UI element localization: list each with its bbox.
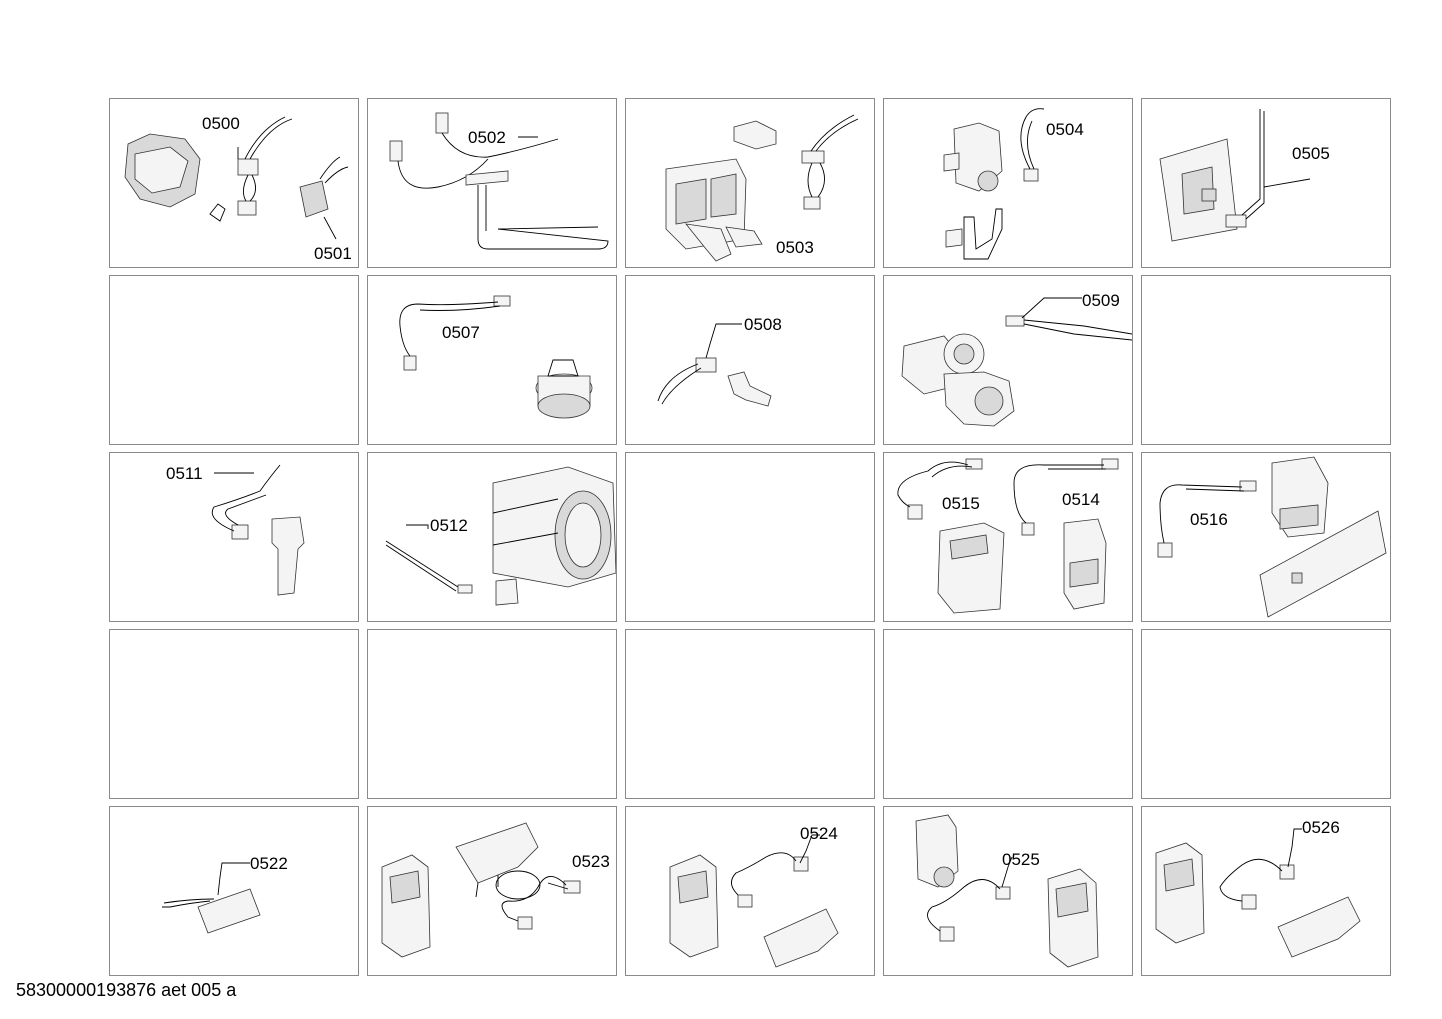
- cell-0503[interactable]: 0503: [625, 98, 875, 268]
- part-label-0502: 0502: [468, 128, 506, 147]
- part-label-0511: 0511: [166, 464, 203, 483]
- cell-empty-r2c2: [625, 452, 875, 622]
- part-label-0501: 0501: [314, 244, 352, 263]
- part-label-0522: 0522: [250, 854, 288, 873]
- cell-0500[interactable]: 0500 0501: [109, 98, 359, 268]
- part-label-0504: 0504: [1046, 120, 1084, 139]
- parts-grid: 0500 0501 0502 0503: [109, 98, 1391, 979]
- cell-0504[interactable]: 0504: [883, 98, 1133, 268]
- part-label-0512: 0512: [430, 516, 468, 535]
- cell-0523[interactable]: 0523: [367, 806, 617, 976]
- cell-0507[interactable]: 0507: [367, 275, 617, 445]
- cell-0512[interactable]: 0512: [367, 452, 617, 622]
- part-label-0509: 0509: [1082, 291, 1120, 310]
- part-label-0516: 0516: [1190, 510, 1228, 529]
- part-label-0503: 0503: [776, 238, 814, 257]
- part-label-0515: 0515: [942, 494, 980, 513]
- part-label-0525: 0525: [1002, 850, 1040, 869]
- cell-0516[interactable]: 0516: [1141, 452, 1391, 622]
- cell-0514-0515[interactable]: 0515 0514: [883, 452, 1133, 622]
- cell-empty-r3c0: [109, 629, 359, 799]
- cell-empty-r3c4: [1141, 629, 1391, 799]
- cell-empty-r1c4: [1141, 275, 1391, 445]
- cell-0505[interactable]: 0505: [1141, 98, 1391, 268]
- cell-empty-r3c1: [367, 629, 617, 799]
- part-label-0524: 0524: [800, 824, 838, 843]
- cell-0524[interactable]: 0524: [625, 806, 875, 976]
- cell-0509[interactable]: 0509: [883, 275, 1133, 445]
- cell-0511[interactable]: 0511: [109, 452, 359, 622]
- part-label-0526: 0526: [1302, 818, 1340, 837]
- cell-empty-r3c3: [883, 629, 1133, 799]
- cell-0508[interactable]: 0508: [625, 275, 875, 445]
- document-code: 58300000193876 aet 005 a: [16, 980, 237, 1000]
- part-label-0523: 0523: [572, 852, 610, 871]
- cell-0502[interactable]: 0502: [367, 98, 617, 268]
- cell-0525[interactable]: 0525: [883, 806, 1133, 976]
- part-label-0514: 0514: [1062, 490, 1100, 509]
- part-label-0505: 0505: [1292, 144, 1330, 163]
- cell-empty-r3c2: [625, 629, 875, 799]
- part-label-0500: 0500: [202, 114, 240, 133]
- cell-0526[interactable]: 0526: [1141, 806, 1391, 976]
- cell-empty-r1c0: [109, 275, 359, 445]
- part-label-0508: 0508: [744, 315, 782, 334]
- cell-0522[interactable]: 0522: [109, 806, 359, 976]
- part-label-0507: 0507: [442, 323, 480, 342]
